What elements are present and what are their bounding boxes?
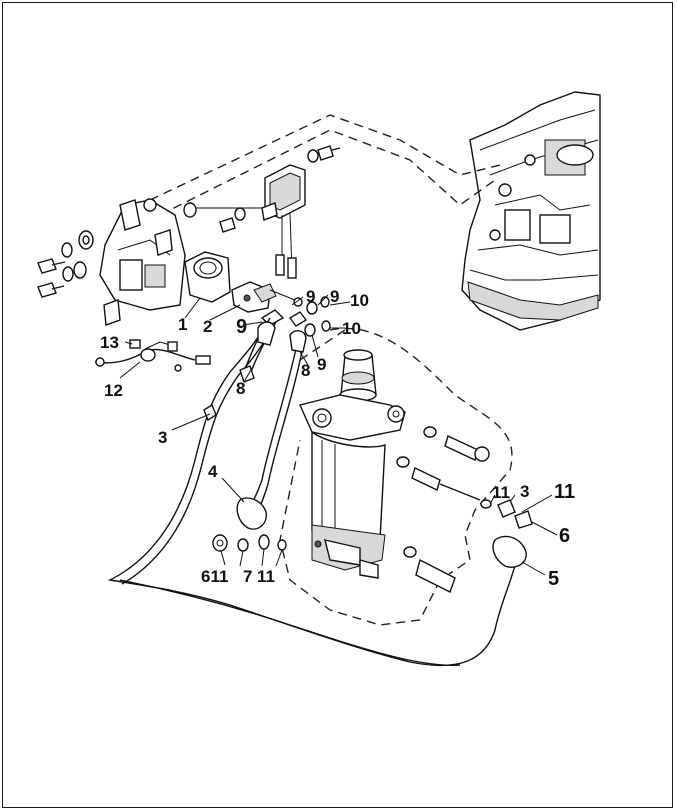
callout-8: 8 [236,379,245,398]
callout-9: 9 [317,355,326,374]
callout-13: 13 [100,333,119,352]
callout-3: 3 [520,482,529,501]
starter-motor [299,349,406,579]
starter-mounting-bolts [396,426,533,593]
callout-5: 5 [548,568,559,590]
callout-2: 2 [203,317,212,336]
callout-10: 10 [350,291,369,310]
callout-8: 8 [301,361,310,380]
mounting-bracket [99,198,186,326]
callout-12: 12 [104,381,123,400]
callout-11: 11 [257,567,275,586]
starter-cables [107,317,527,667]
rectifier-regulator [183,145,341,279]
callout-10: 10 [342,319,361,338]
callout-11: 11 [492,483,510,502]
callout-6: 6 [559,525,570,547]
callout-11: 11 [554,481,575,503]
callout-1: 1 [178,315,187,334]
dashed-assembly-outline [149,114,513,626]
callout-4: 4 [208,462,218,481]
callout-leader-lines [119,294,558,576]
starter-relay [184,251,303,326]
callout-labels: 1 2 9 9 9 9 10 10 13 12 8 8 3 4 11 3 11 … [100,287,575,590]
bolts-and-washers-left [37,230,94,298]
terminal-nuts [288,296,331,337]
callout-9: 9 [306,287,315,306]
callout-9: 9 [330,287,339,306]
engine-block [461,91,601,331]
callout-9: 9 [236,316,247,338]
callout-7: 7 [243,567,252,586]
callout-611: 611 [201,567,228,586]
callout-3: 3 [158,428,167,447]
wire-harness [94,339,211,372]
terminal-nuts-bottom [212,534,287,552]
